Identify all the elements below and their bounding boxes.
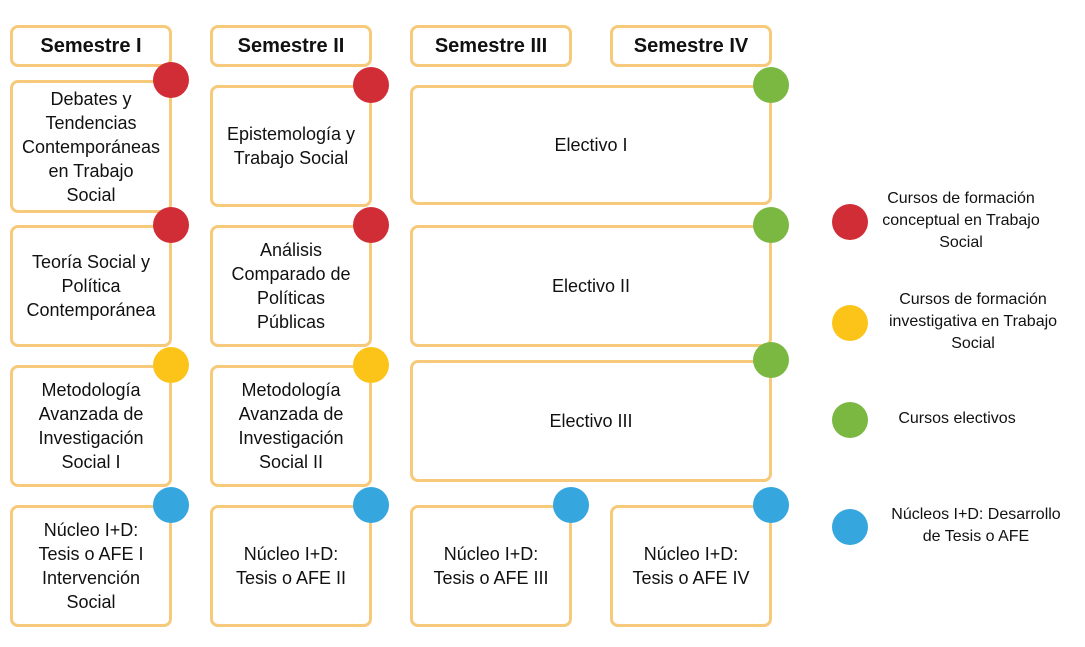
course-box-s2-3: Metodología Avanzada de Investigación So…: [210, 365, 372, 487]
electivo-label: Electivo III: [549, 411, 633, 431]
course-box-s1-4: Núcleo I+D: Tesis o AFE I Intervención S…: [10, 505, 172, 627]
legend-investigativa-label: Cursos de formación investigativa en Tra…: [888, 291, 1058, 352]
investigativa-dot: [353, 347, 389, 383]
electivo-box-2: Electivo II: [410, 225, 772, 347]
course-label: Metodología Avanzada de Investigación So…: [238, 380, 344, 472]
legend-nucleos-dot: [832, 509, 868, 545]
course-box-s3-nucleo: Núcleo I+D: Tesis o AFE III: [410, 505, 572, 627]
investigativa-dot: [153, 347, 189, 383]
conceptual-dot: [353, 67, 389, 103]
course-label: Núcleo I+D: Tesis o AFE III: [433, 544, 549, 588]
electivo-dot: [753, 67, 789, 103]
legend-investigativa-dot: [832, 305, 868, 341]
electivo-box-1: Electivo I: [410, 85, 772, 205]
semester-4-header: Semestre IV: [610, 25, 772, 67]
nucleo-dot: [753, 487, 789, 523]
course-box-s4-nucleo: Núcleo I+D: Tesis o AFE IV: [610, 505, 772, 627]
semester-3-label: Semestre III: [434, 35, 548, 57]
legend-conceptual-label: Cursos de formación conceptual en Trabaj…: [882, 190, 1040, 251]
semester-1-header: Semestre I: [10, 25, 172, 67]
conceptual-dot: [153, 62, 189, 98]
nucleo-dot: [553, 487, 589, 523]
course-box-s2-4: Núcleo I+D: Tesis o AFE II: [210, 505, 372, 627]
electivo-dot: [753, 207, 789, 243]
legend-conceptual-dot: [832, 204, 868, 240]
course-label: Epistemología y Trabajo Social: [226, 124, 356, 168]
course-box-s1-1: Debates y Tendencias Contemporáneas en T…: [10, 80, 172, 213]
legend-nucleos-label: Núcleos I+D: Desarrollo de Tesis o AFE: [891, 506, 1061, 545]
course-label: Núcleo I+D: Tesis o AFE I Intervención S…: [38, 520, 144, 612]
semester-2-label: Semestre II: [237, 35, 345, 57]
course-label: Teoría Social y Política Contemporánea: [26, 252, 156, 320]
course-box-s2-2: Análisis Comparado de Políticas Públicas: [210, 225, 372, 347]
course-label: Metodología Avanzada de Investigación So…: [38, 380, 144, 472]
course-box-s1-2: Teoría Social y Política Contemporánea: [10, 225, 172, 347]
electivo-dot: [753, 342, 789, 378]
course-box-s1-3: Metodología Avanzada de Investigación So…: [10, 365, 172, 487]
course-label: Debates y Tendencias Contemporáneas en T…: [21, 88, 161, 205]
semester-4-label: Semestre IV: [633, 35, 749, 57]
course-label: Núcleo I+D: Tesis o AFE II: [235, 544, 347, 588]
nucleo-dot: [153, 487, 189, 523]
course-label: Análisis Comparado de Políticas Públicas: [231, 240, 351, 332]
course-box-s2-1: Epistemología y Trabajo Social: [210, 85, 372, 207]
electivo-box-3: Electivo III: [410, 360, 772, 482]
course-label: Núcleo I+D: Tesis o AFE IV: [632, 544, 750, 588]
electivo-label: Electivo II: [551, 276, 631, 296]
legend-electivos-dot: [832, 402, 868, 438]
semester-2-header: Semestre II: [210, 25, 372, 67]
conceptual-dot: [153, 207, 189, 243]
electivo-label: Electivo I: [554, 135, 628, 155]
conceptual-dot: [353, 207, 389, 243]
legend-electivos-label: Cursos electivos: [898, 410, 1016, 427]
semester-1-label: Semestre I: [40, 35, 142, 57]
nucleo-dot: [353, 487, 389, 523]
semester-3-header: Semestre III: [410, 25, 572, 67]
